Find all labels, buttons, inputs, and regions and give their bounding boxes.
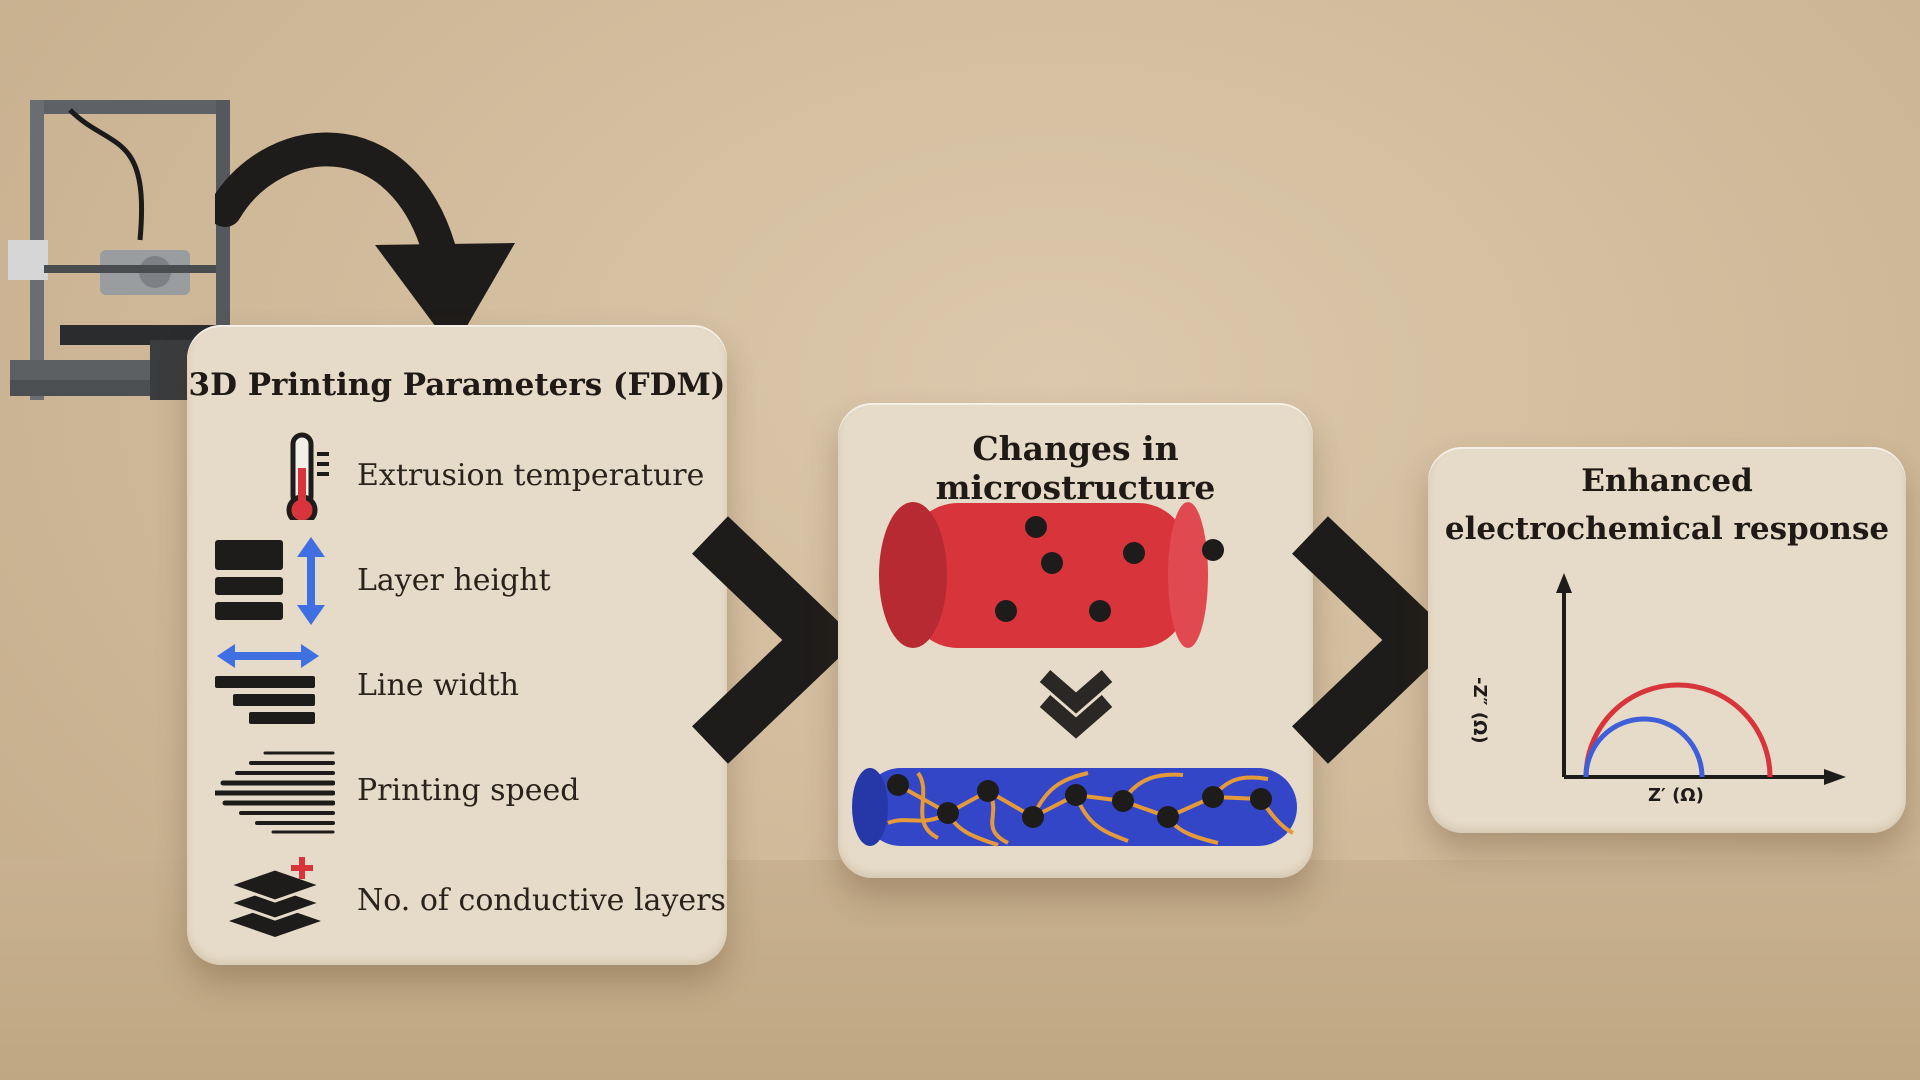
line-width-icon [215, 644, 319, 724]
blue-semicircle [1583, 716, 1705, 778]
filler-particles [995, 516, 1224, 622]
param-label-printing-speed: Printing speed [357, 773, 580, 808]
microstructure-title: Changes in microstructure [935, 429, 1216, 507]
plot-axes [1556, 573, 1846, 785]
response-title-line2: electrochemical response [1444, 511, 1890, 547]
blue-filament-cylinder [852, 768, 1297, 846]
chevron-right-icon [1292, 516, 1458, 764]
param-row-layer-height: Layer height [187, 535, 727, 625]
param-label-conductive-layers: No. of conductive layers [357, 883, 726, 918]
response-panel: Enhanced electrochemical response Z′ (Ω)… [1428, 447, 1906, 833]
param-label-layer-height: Layer height [357, 563, 551, 598]
network-particles [887, 774, 1272, 828]
parameters-title: 3D Printing Parameters (FDM) [188, 367, 726, 403]
double-chevron-down-icon [1039, 669, 1113, 739]
param-label-line-width: Line width [357, 668, 519, 703]
response-title-line1: Enhanced [1581, 463, 1753, 499]
layer-height-icon [215, 537, 325, 625]
red-semicircle [1583, 682, 1773, 778]
speed-lines-icon [215, 751, 335, 834]
parameters-panel: 3D Printing Parameters (FDM) Extrusion t… [187, 325, 727, 965]
chevron-right-icon [692, 516, 858, 764]
param-row-printing-speed: Printing speed [187, 745, 727, 835]
y-axis-label: -Z″ (Ω) [1469, 677, 1490, 744]
param-row-conductive-layers: No. of conductive layers [187, 855, 727, 945]
param-row-line-width: Line width [187, 640, 727, 730]
red-filament-cylinder [879, 502, 1208, 648]
param-label-extrusion-temperature: Extrusion temperature [357, 458, 705, 493]
stacked-layers-plus-icon [224, 857, 326, 937]
x-axis-label: Z′ (Ω) [1648, 785, 1704, 806]
microstructure-illustration [852, 502, 1297, 847]
thermometer-icon [286, 432, 329, 520]
nyquist-plot [1556, 573, 1846, 785]
microstructure-panel: Changes in microstructure [838, 403, 1313, 878]
param-row-extrusion-temperature: Extrusion temperature [187, 430, 727, 520]
curved-arrow-icon [215, 132, 515, 350]
